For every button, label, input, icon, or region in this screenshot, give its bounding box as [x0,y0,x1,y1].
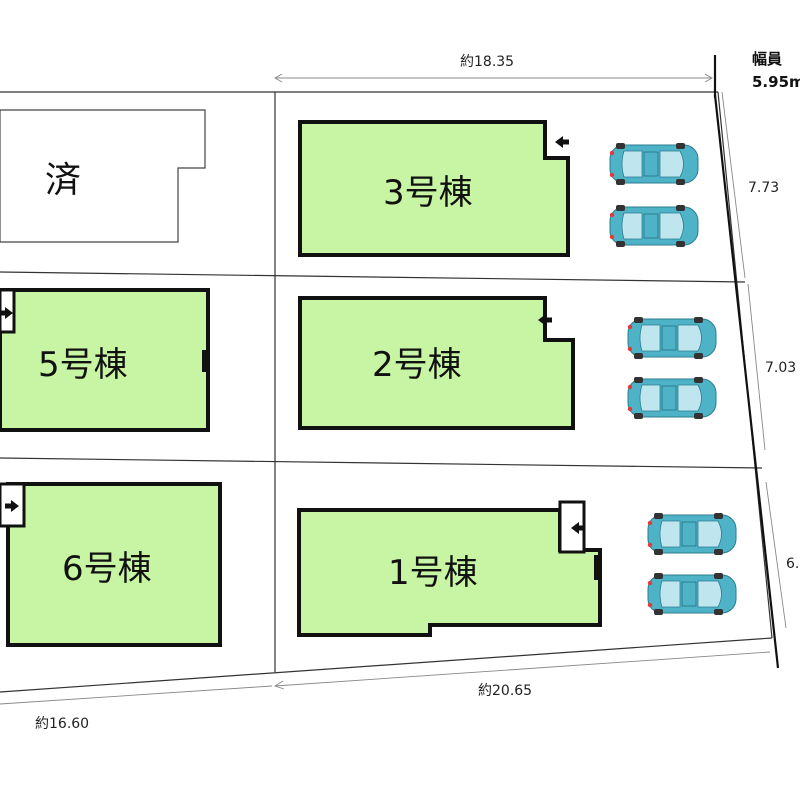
building-6[interactable] [6,482,222,647]
building-3-label: 3号棟 [383,173,473,213]
road-width-heading: 幅員 [752,50,782,68]
entrance-arrow-icon [558,500,600,580]
road-width-value: 5.95m [752,73,800,91]
car-icon [647,512,737,556]
entrance-arrow-icon [0,482,26,528]
bottom-frontage-label: 約20.65 [478,683,532,699]
car-icon [609,204,699,248]
building-1-label: 1号棟 [388,553,478,593]
building-2[interactable] [298,296,575,430]
road-edge [713,55,780,669]
car-icon [647,572,737,616]
right-dimension-3: 6. [786,556,799,572]
building-6-label: 6号棟 [62,549,152,589]
top-frontage-label: 約18.35 [460,54,514,70]
building-5-label: 5号棟 [38,345,128,385]
building-2-label: 2号棟 [372,345,462,385]
car-icon [627,376,717,420]
car-icon [627,316,717,360]
bottom-left-label: 約16.60 [35,716,89,732]
sold-lot-label: 済 [45,160,81,201]
sold-lot [0,109,206,243]
building-5[interactable] [0,288,210,432]
lot-boundaries [0,91,773,693]
right-dimension-1: 7.73 [748,180,779,196]
dimension-lines [0,73,787,705]
right-dimension-2: 7.03 [765,360,796,376]
car-icon [609,142,699,186]
entrance-arrow-icon [543,122,569,160]
entrance-arrow-icon [0,288,208,372]
